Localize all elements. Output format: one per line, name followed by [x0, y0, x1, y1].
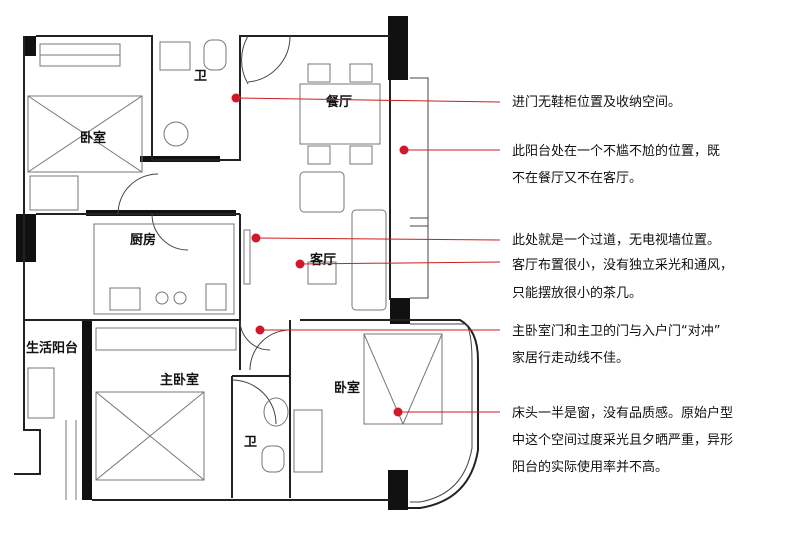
room-label-living: 客厅 — [310, 252, 336, 268]
note-6-line-3: 阳台的实际使用率并不高。 — [512, 459, 668, 475]
marker-dot-2 — [399, 145, 409, 155]
marker-dot-4 — [295, 259, 305, 269]
marker-dot-3 — [251, 233, 261, 243]
room-label-dining: 餐厅 — [325, 94, 352, 110]
leader-line-4 — [299, 261, 501, 265]
room-label-bedroom-right: 卧室 — [334, 380, 360, 396]
marker-dot-1 — [231, 93, 241, 103]
marker-dot-5 — [255, 325, 265, 335]
leader-line-3 — [255, 237, 501, 241]
room-label-master-bedroom: 主卧室 — [160, 372, 199, 388]
marker-dot-6 — [393, 407, 403, 417]
doors — [117, 35, 291, 425]
room-label-bedroom-top-left: 卧室 — [80, 130, 106, 146]
note-3-line-1: 此处就是一个过道，无电视墙位置。 — [512, 233, 720, 248]
note-5-line-1: 主卧室门和主卫的门与入户门“对冲” — [512, 323, 720, 339]
leader-line-1 — [235, 97, 501, 103]
furniture — [27, 39, 443, 500]
room-labels: 卧室 卫 餐厅 厨房 客厅 生活阳台 主卧室 卫 卧室 — [26, 69, 360, 450]
walls — [14, 16, 479, 510]
annotation-notes: 进门无鞋柜位置及收纳空间。 此阳台处在一个不尴不尬的位置，既 不在餐厅又不在客厅… — [512, 94, 733, 475]
note-2-line-1: 此阳台处在一个不尴不尬的位置，既 — [512, 143, 720, 159]
room-label-bathroom-bottom: 卫 — [244, 435, 257, 450]
room-label-bathroom-top: 卫 — [194, 69, 207, 84]
note-6-line-1: 床头一半是窗，没有品质感。原始户型 — [512, 405, 733, 421]
room-label-kitchen: 厨房 — [130, 232, 156, 248]
note-2-line-2: 不在餐厅又不在客厅。 — [512, 170, 642, 186]
note-5-line-2: 家居行走动线不佳。 — [512, 350, 629, 366]
note-4-line-1: 客厅布置很小，没有独立采光和通风， — [512, 257, 733, 273]
annotation-markers — [231, 93, 501, 417]
room-label-utility-balcony: 生活阳台 — [26, 340, 78, 356]
note-6-line-2: 中这个空间过度采光且夕晒严重，异形 — [512, 432, 733, 448]
note-1-line-1: 进门无鞋柜位置及收纳空间。 — [512, 94, 681, 110]
note-4-line-2: 只能摆放很小的茶几。 — [512, 285, 642, 301]
